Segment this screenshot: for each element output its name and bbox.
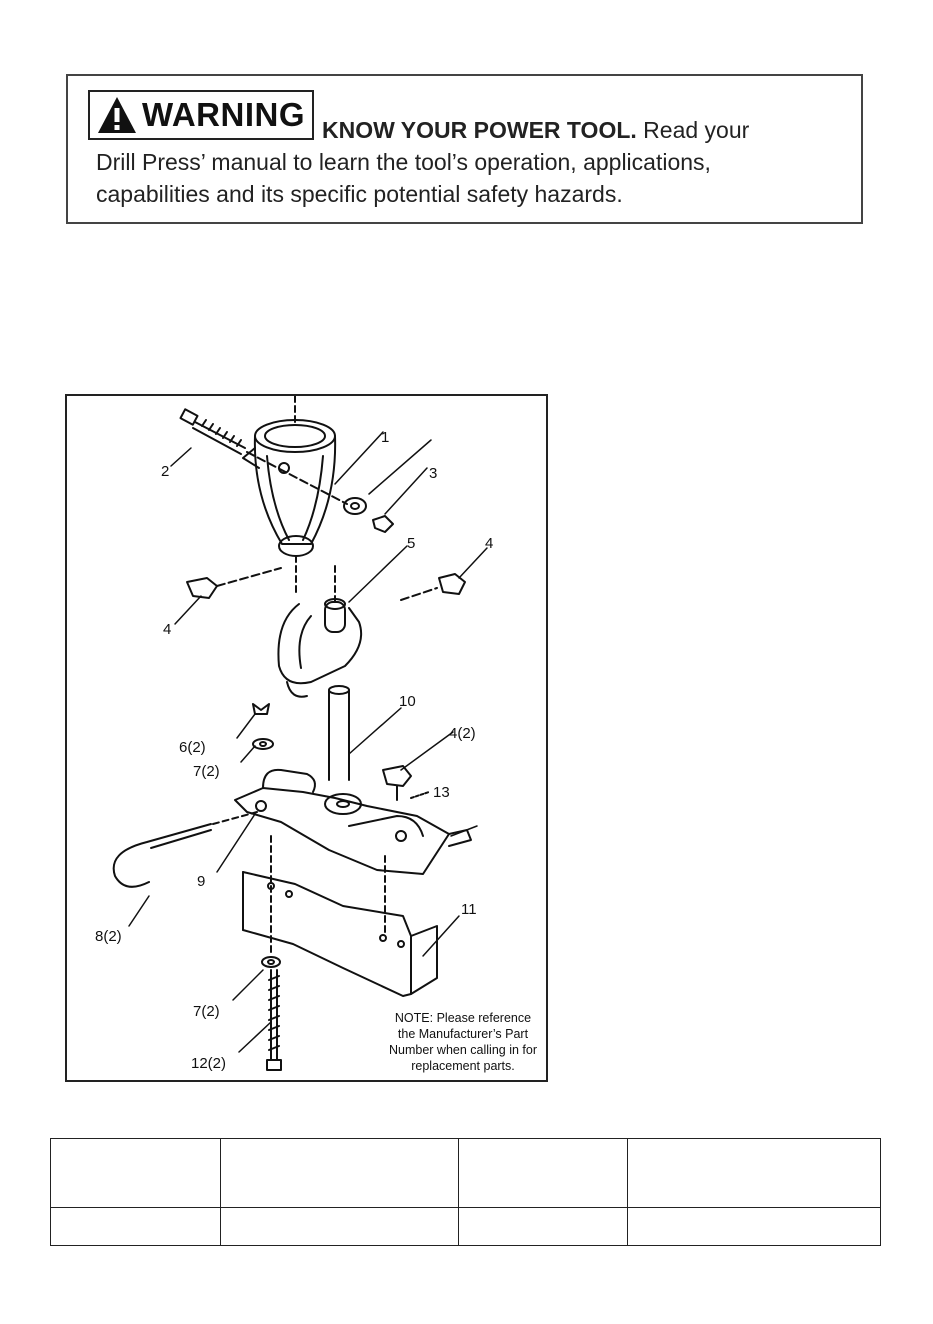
warning-triangle-icon bbox=[98, 97, 136, 133]
table-cell bbox=[627, 1207, 881, 1246]
callout-4-right: 4 bbox=[485, 535, 493, 552]
diagram-note: NOTE: Please reference the Manufacturer’… bbox=[389, 1011, 537, 1073]
table-header-cell bbox=[627, 1138, 881, 1208]
callout-8: 8(2) bbox=[95, 928, 122, 945]
callout-7-upper: 7(2) bbox=[193, 763, 220, 780]
warning-line3: capabilities and its specific potential … bbox=[96, 181, 623, 207]
parts-diagram: 1 2 3 4 5 4 6(2) 7(2) 10 4(2) 13 9 8(2) … bbox=[65, 394, 548, 1082]
callout-10: 10 bbox=[399, 693, 416, 710]
callout-6: 6(2) bbox=[179, 739, 206, 756]
warning-box: WARNING KNOW YOUR POWER TOOL. Read your … bbox=[66, 74, 863, 224]
part-base bbox=[234, 768, 472, 875]
part-washer-3 bbox=[343, 497, 367, 515]
callout-4-left: 4 bbox=[163, 621, 171, 638]
callout-11: 11 bbox=[461, 901, 477, 918]
table-cell bbox=[50, 1207, 221, 1246]
callout-1: 1 bbox=[381, 429, 389, 446]
table-cell bbox=[458, 1207, 629, 1246]
warning-line1: Read your bbox=[636, 117, 750, 143]
part-lagscrew-12 bbox=[270, 969, 278, 1061]
part-housing-1 bbox=[242, 419, 337, 557]
callout-4-2: 4(2) bbox=[449, 725, 476, 742]
part-bolt-2 bbox=[179, 408, 348, 505]
callout-9: 9 bbox=[197, 873, 205, 890]
table-header-row bbox=[50, 1138, 881, 1208]
part-washer-7 bbox=[252, 738, 274, 750]
table-header-cell bbox=[219, 1138, 460, 1208]
callout-3: 3 bbox=[429, 465, 437, 482]
table-header-cell bbox=[50, 1138, 221, 1208]
part-screw-4-base bbox=[382, 765, 412, 787]
part-screw-13 bbox=[410, 791, 430, 799]
warning-line2: Drill Press’ manual to learn the tool’s … bbox=[96, 149, 711, 175]
callout-7-lower: 7(2) bbox=[193, 1003, 220, 1020]
exploded-view-drawing: 1 2 3 4 5 4 6(2) 7(2) 10 4(2) 13 9 8(2) … bbox=[95, 396, 493, 1072]
part-screw-4-right bbox=[438, 573, 466, 595]
table-header-cell bbox=[458, 1138, 629, 1208]
part-clamp-5 bbox=[277, 598, 363, 698]
warning-heading: KNOW YOUR POWER TOOL. bbox=[322, 117, 637, 143]
callout-12: 12(2) bbox=[191, 1055, 226, 1072]
part-wingnut-6 bbox=[252, 703, 270, 715]
parts-table bbox=[50, 1138, 881, 1246]
warning-label: WARNING bbox=[142, 96, 305, 133]
part-hook-8 bbox=[112, 823, 212, 888]
part-column-10 bbox=[328, 685, 350, 781]
part-screw-4-left bbox=[186, 577, 218, 599]
warning-text: KNOW YOUR POWER TOOL. Read your Drill Pr… bbox=[96, 114, 856, 210]
callout-13: 13 bbox=[433, 784, 450, 801]
table-row bbox=[50, 1207, 881, 1246]
table-cell bbox=[219, 1207, 460, 1246]
warning-badge: WARNING bbox=[88, 90, 314, 140]
callout-5: 5 bbox=[407, 535, 415, 552]
part-nut-3 bbox=[372, 515, 394, 533]
part-block-11 bbox=[242, 871, 438, 997]
callout-2: 2 bbox=[161, 463, 169, 480]
